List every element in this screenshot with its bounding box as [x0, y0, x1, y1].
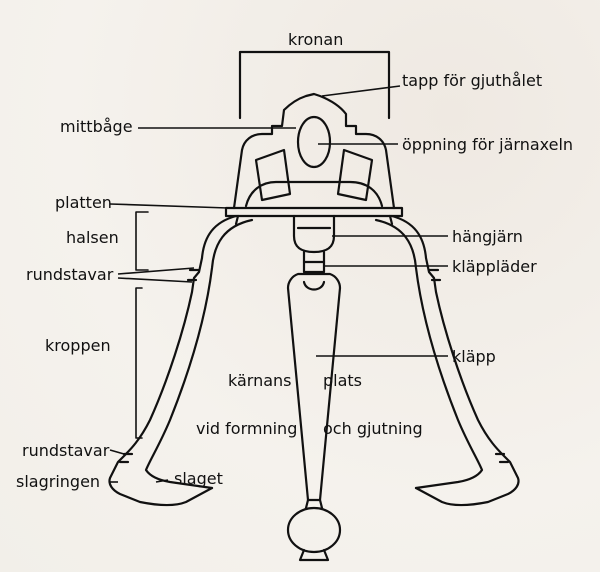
crown-bracket	[238, 50, 391, 120]
beads-bottom-right	[494, 452, 510, 464]
label-vid-formning: vid formning	[196, 419, 298, 438]
leader-tapp	[321, 85, 401, 97]
label-halsen: halsen	[66, 228, 119, 247]
clapper-eye	[302, 280, 326, 291]
label-rundstavar-bottom: rundstavar	[22, 441, 110, 460]
leader-slaget	[155, 479, 169, 483]
label-tapp: tapp för gjuthålet	[402, 71, 543, 90]
label-slaget: slaget	[174, 469, 223, 488]
leader-platten	[109, 203, 229, 209]
label-klappladder: kläppläder	[452, 257, 537, 276]
label-klapp: kläpp	[452, 347, 496, 366]
clapper-ball	[286, 506, 342, 554]
clapper-neck	[304, 498, 324, 510]
label-hangjarn: hängjärn	[452, 227, 523, 246]
crown-window-right	[336, 148, 374, 202]
bell-inner-right	[374, 218, 484, 490]
plate	[224, 206, 404, 218]
bell-outer-right	[390, 214, 520, 507]
crown-inner-arch	[244, 180, 384, 208]
beads-top-left	[186, 268, 200, 282]
leader-rundstavar-2	[117, 277, 193, 283]
beads-bottom-left	[118, 452, 134, 464]
bell-inner-left	[144, 218, 254, 490]
bracket-kroppen	[135, 287, 143, 439]
label-kroppen: kroppen	[45, 336, 111, 355]
bell-outer-left	[108, 214, 238, 507]
label-mittbage: mittbåge	[60, 117, 133, 136]
label-rundstavar-top: rundstavar	[26, 265, 114, 284]
crown-window-left	[254, 148, 292, 202]
label-slagringen: slagringen	[16, 472, 101, 491]
label-och-gjutning: och gjutning	[323, 419, 423, 438]
axle-opening	[296, 115, 332, 169]
label-platten: platten	[55, 193, 112, 212]
label-karnans: kärnans	[228, 371, 292, 390]
label-oppning: öppning för järnaxeln	[402, 135, 574, 154]
beads-top-right	[428, 268, 442, 282]
label-plats: plats	[323, 371, 363, 390]
plate-steps	[234, 214, 394, 226]
leader-lines	[109, 85, 448, 483]
hanger	[292, 214, 336, 254]
leader-rundstavar-3	[109, 449, 125, 455]
label-kronan: kronan	[288, 30, 344, 49]
clapper-tip	[298, 548, 330, 562]
crown-outline	[232, 92, 396, 210]
bracket-halsen	[135, 211, 149, 271]
leader-rundstavar-1	[117, 267, 195, 275]
